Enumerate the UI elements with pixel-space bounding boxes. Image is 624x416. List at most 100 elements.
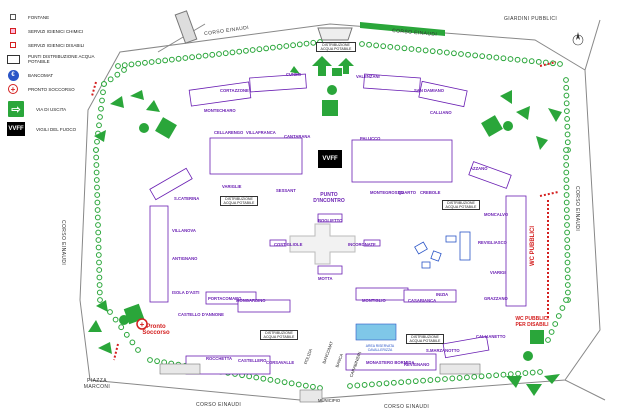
- tree: [429, 48, 436, 55]
- tree: [507, 371, 514, 378]
- tree: [93, 162, 100, 168]
- first-aid-icon: +: [6, 84, 20, 94]
- tree: [96, 259, 102, 266]
- tree: [209, 51, 216, 58]
- tree: [415, 46, 422, 53]
- tree: [394, 44, 401, 51]
- tree: [162, 57, 169, 64]
- stand-label-incoronate: INCORONATE: [348, 242, 376, 247]
- stand-block: [403, 289, 457, 303]
- tree: [563, 162, 570, 168]
- tree: [564, 131, 571, 138]
- stand-block: [249, 73, 307, 93]
- stand-block: [209, 137, 303, 175]
- stand-label-inizia: INIZIA: [436, 292, 449, 297]
- tree: [96, 289, 103, 296]
- tree: [274, 378, 281, 384]
- tree: [246, 373, 253, 380]
- tree: [142, 59, 148, 66]
- tree: [93, 177, 100, 183]
- stand-label-antignano: ANTIGNANO: [172, 256, 198, 261]
- tree: [121, 62, 128, 69]
- stand-label-san-damiano: SAN DAMIANO: [414, 88, 445, 93]
- street-piazza-marconi: PIAZZA MARCONI: [83, 378, 111, 390]
- stand-label-viarigi: VIARIGI: [490, 270, 506, 275]
- tree: [464, 374, 470, 381]
- tree: [443, 49, 450, 56]
- tree: [147, 357, 153, 363]
- tree: [135, 347, 141, 353]
- stand-label-quarto: QUARTO: [398, 190, 417, 195]
- tree: [442, 376, 448, 382]
- stand-label-costigliole: COSTIGLIOLE: [274, 242, 303, 247]
- stand-blocks: [149, 73, 527, 375]
- tree: [522, 370, 529, 376]
- water-point-right: distribuzione acqua potabile: [442, 200, 480, 210]
- tree: [564, 274, 571, 281]
- stand-block: [345, 353, 437, 371]
- tree: [93, 169, 100, 176]
- legend-row-atm: € BANCOMAT: [6, 69, 110, 81]
- tree: [563, 199, 570, 206]
- tree: [401, 45, 408, 52]
- tree: [500, 371, 507, 378]
- legend-row-chemical: SERVIZI IGIENICI CHIMICI: [6, 26, 110, 36]
- tree: [390, 379, 397, 386]
- tree: [359, 41, 365, 47]
- legend-label: VIGILI DEL FUOCO: [36, 126, 77, 132]
- stand-label-valenzani: VALENZANI: [356, 74, 380, 79]
- street-corso-einaudi-left: CORSO EINAUDI: [60, 220, 66, 266]
- legend-row-fountain: FONTANE: [6, 12, 110, 22]
- stand-label-sessant: SESSANT: [276, 188, 296, 193]
- tree: [260, 375, 267, 382]
- tree: [387, 43, 394, 50]
- stand-label-montiglio: MONTIGLIO: [362, 298, 386, 303]
- tree: [96, 282, 103, 288]
- stand-label-calliano: CALLIANO: [430, 110, 452, 115]
- stand-label-montechiaro: MONTECHIARO: [204, 108, 236, 113]
- stand-label-motta: MOTTA: [318, 276, 333, 281]
- stand-block: [149, 167, 193, 201]
- tree: [93, 154, 100, 161]
- legend-label: PUNTI DISTRIBUZIONE ACQUA POTABILE: [28, 54, 95, 64]
- stand-label-palucco: PALUCCO: [360, 136, 381, 141]
- stand-block: [505, 195, 527, 307]
- tree: [436, 48, 443, 55]
- water-point-top: distribuzione acqua potabile: [316, 42, 356, 52]
- tree: [493, 372, 500, 379]
- punto-incontro-label: PUNTO D'INCONTRO: [313, 192, 345, 204]
- tree: [154, 358, 160, 365]
- tree: [373, 42, 380, 49]
- stand-label-casabianca: CASABIANCA: [408, 298, 437, 303]
- stand-label-s-caterina: S.CATERINA: [174, 196, 200, 201]
- tree: [129, 339, 136, 346]
- tree: [361, 382, 368, 388]
- tree: [564, 123, 571, 130]
- tree: [94, 138, 100, 145]
- legend-label: BANCOMAT: [28, 72, 54, 78]
- stand-label-cantarana: CANTARANA: [284, 134, 311, 139]
- stand-block: [351, 139, 453, 183]
- stand-label-cortazzone: CORTAZZONE: [220, 88, 249, 93]
- legend-row-vvff: VVFF VIGILI DEL FUOCO: [6, 122, 110, 136]
- stand-label-azzano: AZZANO: [470, 166, 488, 171]
- wc-pubblici-disabili-label: WC PUBBLICI PER DISABILI: [515, 316, 549, 328]
- tree: [216, 51, 222, 57]
- wc-pubblici-label: WC PUBBLICI: [530, 226, 536, 266]
- stand-label-monastero: MONASTERO BORMIDA: [366, 360, 415, 365]
- stand-label-grazzano: GRAZZANO: [484, 296, 508, 301]
- exit-arrows: [88, 56, 562, 396]
- tree: [465, 51, 471, 58]
- tree: [537, 369, 543, 375]
- tree: [369, 381, 375, 388]
- green-dots: [119, 85, 533, 361]
- stand-label-cellarengo: CELLARENGO: [214, 130, 244, 135]
- water-point-left: distribuzione acqua potabile: [220, 196, 258, 206]
- tree: [296, 41, 303, 48]
- tree: [564, 237, 571, 243]
- stand-label-mongardino: MONGARDINO: [236, 298, 266, 303]
- stand-block: [363, 73, 421, 93]
- tree: [478, 373, 485, 380]
- street-giardini-pubblici: GIARDINI PUBBLICI: [504, 16, 558, 22]
- street-corso-einaudi-bottom-right: CORSO EINAUDI: [384, 404, 430, 410]
